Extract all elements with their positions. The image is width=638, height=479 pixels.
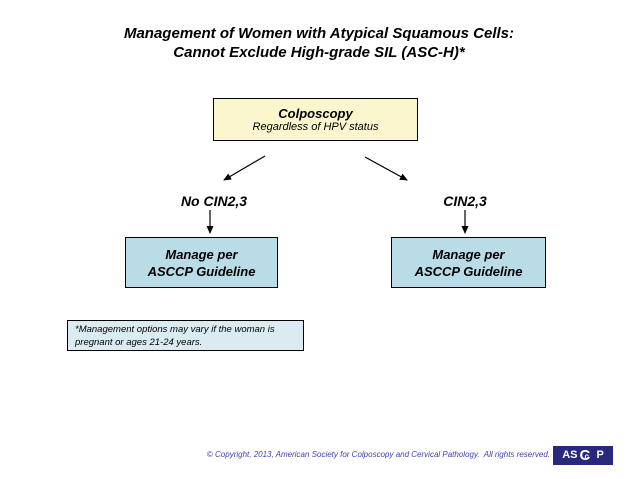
- arrow-colposcopy-to-no-cin23: [223, 155, 266, 181]
- colposcopy-node-title: Colposcopy: [278, 105, 353, 121]
- page-title-line1: Management of Women with Atypical Squamo…: [123, 25, 515, 42]
- asccp-logo-letter-p: P: [596, 449, 604, 461]
- footnote-box: *Management options may vary if the woma…: [67, 320, 304, 351]
- manage-per-asccp-node-right: Manage per ASCCP Guideline: [391, 237, 546, 288]
- asccp-logo-big-c: C: [579, 447, 591, 464]
- manage-right-line1: Manage per: [432, 246, 505, 262]
- manage-left-line1: Manage per: [165, 246, 238, 262]
- manage-per-asccp-node-left: Manage per ASCCP Guideline: [125, 237, 278, 288]
- page-title: Management of Women with Atypical Squamo…: [0, 24, 638, 62]
- page-title-line2: Cannot Exclude High-grade SIL (ASC-H)*: [173, 44, 465, 61]
- arrow-colposcopy-to-cin23: [364, 156, 408, 181]
- manage-left-line2: ASCCP Guideline: [147, 263, 256, 279]
- asccp-logo-double-c-icon: C c: [579, 447, 594, 464]
- colposcopy-node-subtitle: Regardless of HPV status: [252, 120, 379, 133]
- branch-label-cin23: CIN2,3: [443, 193, 487, 209]
- manage-right-line2: ASCCP Guideline: [414, 263, 523, 279]
- branch-label-no-cin23: No CIN2,3: [180, 193, 248, 209]
- asccp-logo-letters-as: AS: [562, 449, 578, 461]
- copyright-text: © Copyright, 2013, American Society for …: [206, 450, 550, 459]
- colposcopy-node: Colposcopy Regardless of HPV status: [213, 98, 418, 141]
- asccp-logo: AS C c P: [553, 446, 613, 465]
- asccp-logo-small-c: c: [584, 452, 589, 461]
